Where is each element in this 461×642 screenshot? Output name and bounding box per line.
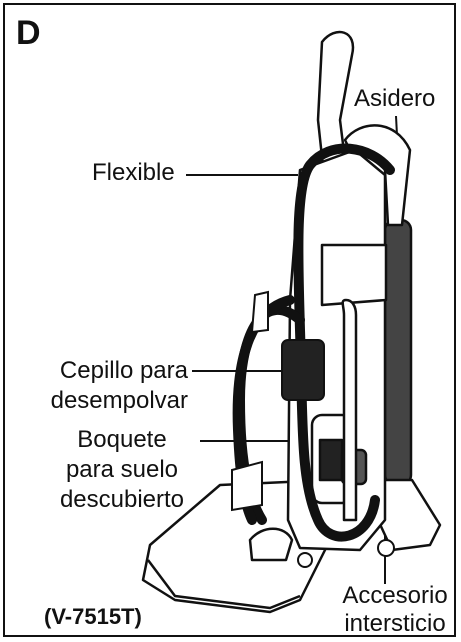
- dusting-brush-label-line1: Cepillo para: [40, 356, 188, 386]
- floor-nozzle-label-line1: Boquete: [52, 425, 192, 455]
- hose-label: Flexible: [92, 158, 175, 188]
- handle-label: Asidero: [354, 84, 435, 114]
- crevice-tool-label-line1: Accesorio: [340, 581, 450, 611]
- dusting-brush: [282, 340, 324, 400]
- model-number: (V-7515T): [44, 604, 142, 630]
- floor-nozzle-label-line3: descubierto: [52, 485, 192, 515]
- crevice-tool-label-line2: intersticio: [340, 609, 450, 639]
- wand-tube: [385, 220, 411, 485]
- panel-letter: D: [16, 14, 40, 53]
- floor-nozzle-label-line2: para suelo: [52, 455, 192, 485]
- dusting-brush-label-line2: desempolvar: [40, 386, 188, 416]
